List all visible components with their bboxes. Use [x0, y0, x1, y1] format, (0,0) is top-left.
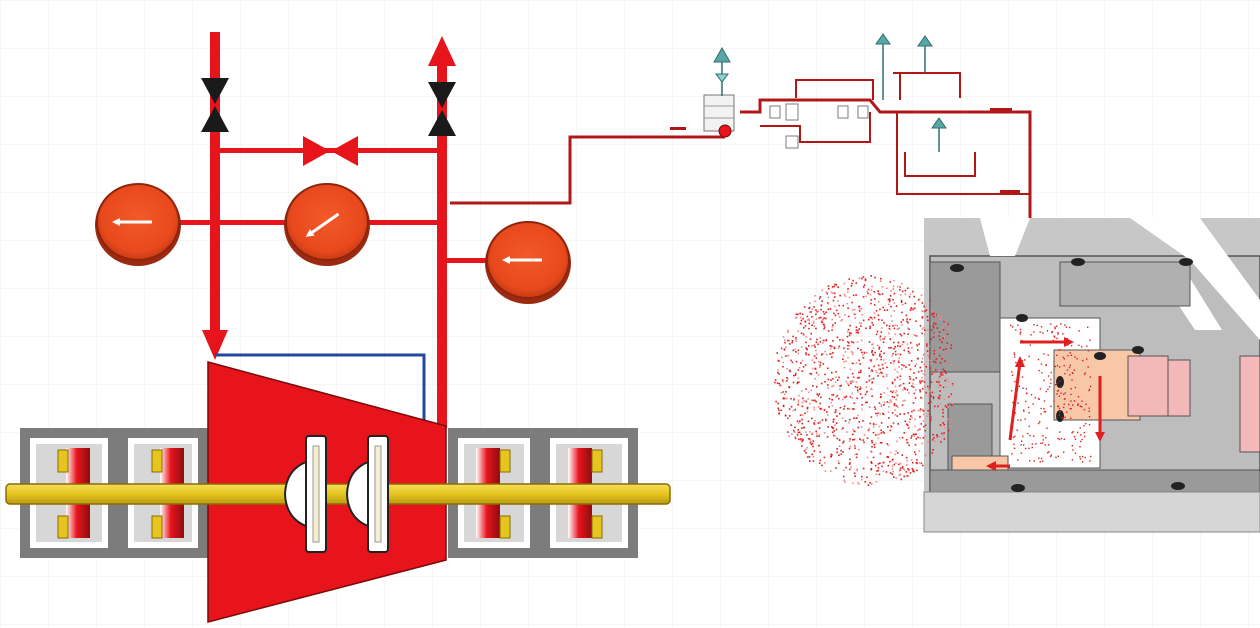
- pipe-tag-markers: [670, 108, 1020, 193]
- leakage-gas-cloud: [774, 275, 1092, 486]
- compressor-shaft: [5, 483, 671, 505]
- upper-regulator-icon: [875, 33, 933, 100]
- outlet-flow-arrow-icon: [428, 36, 456, 66]
- discharge-pressure-gauge-icon[interactable]: [485, 221, 571, 304]
- differential-pressure-gauge-icon[interactable]: [284, 183, 370, 266]
- recycle-gate-valve-icon[interactable]: [303, 136, 358, 166]
- outlet-gate-valve-icon[interactable]: [428, 82, 456, 136]
- inline-check-valves: [769, 103, 869, 149]
- seal-gas-filter-icon: [703, 94, 735, 138]
- seal-gas-supply-piping: [450, 72, 1032, 228]
- pressure-regulator-icon: [713, 46, 731, 96]
- second-stage-impeller: [345, 435, 389, 553]
- first-stage-impeller: [283, 435, 327, 553]
- inlet-pipe: [210, 32, 220, 337]
- suction-pressure-gauge-icon[interactable]: [95, 183, 181, 266]
- inlet-flow-arrow-icon: [202, 330, 228, 360]
- balance-bypass-line: [215, 353, 426, 422]
- outlet-pipe: [437, 60, 447, 428]
- lower-regulator-icon: [931, 117, 947, 152]
- inlet-gate-valve-icon[interactable]: [201, 78, 229, 132]
- dry-gas-seal-cross-section: [774, 218, 1260, 533]
- discharge-gauge-line: [442, 258, 490, 263]
